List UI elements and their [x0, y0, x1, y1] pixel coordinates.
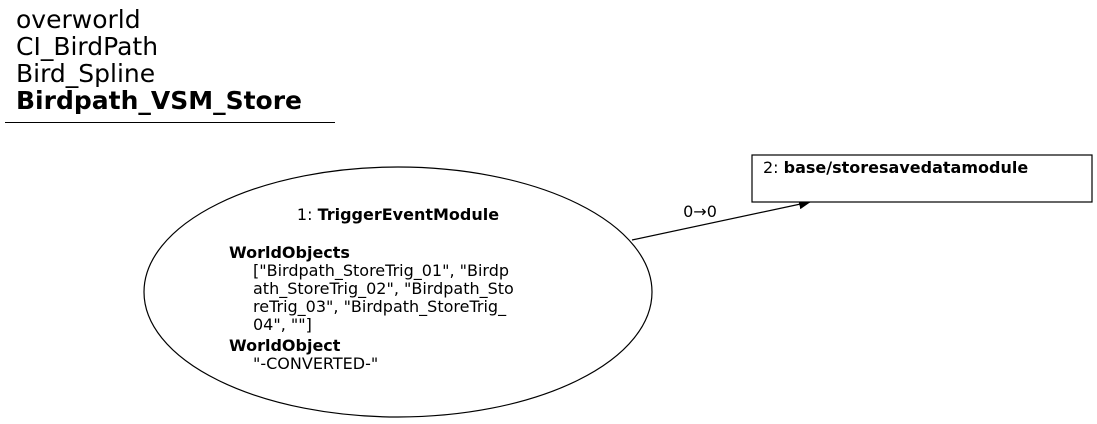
node-2-name: base/storesavedatamodule	[784, 158, 1029, 177]
node-trigger-event-module[interactable]: 1: TriggerEventModule WorldObjects ["Bir…	[143, 166, 653, 418]
node-2-id: 2:	[763, 158, 784, 177]
title-line-3: Bird_Spline	[16, 59, 156, 88]
edge-1-to-2[interactable]: 0→0	[631, 199, 811, 241]
node-1-name: TriggerEventModule	[318, 205, 500, 224]
title-line-2: CI_BirdPath	[16, 32, 159, 61]
node-1-id: 1:	[297, 205, 318, 224]
param-value-line: ath_StoreTrig_02", "Birdpath_Sto	[253, 279, 514, 299]
node-storesavedatamodule[interactable]: 2: base/storesavedatamodule	[751, 154, 1093, 203]
param-value-line: 04", ""]	[253, 315, 312, 334]
title-main: Birdpath_VSM_Store	[16, 86, 303, 115]
param-key-worldobjects: WorldObjects	[229, 243, 350, 262]
graph-title: overworld CI_BirdPath Bird_Spline Birdpa…	[16, 6, 302, 114]
node-box	[751, 154, 1093, 203]
edge-line	[631, 199, 811, 241]
title-underline	[5, 122, 335, 123]
param-value-line: reTrig_03", "Birdpath_StoreTrig_	[253, 297, 507, 317]
edge-label: 0→0	[683, 202, 717, 221]
param-value-line: ["Birdpath_StoreTrig_01", "Birdp	[253, 261, 509, 281]
node-ellipse	[143, 166, 653, 418]
title-line-1: overworld	[16, 5, 141, 34]
node-1-header: 1: TriggerEventModule	[297, 205, 499, 224]
param-value-line: "-CONVERTED-"	[253, 354, 378, 373]
node-2-header: 2: base/storesavedatamodule	[763, 158, 1028, 177]
param-key-worldobject: WorldObject	[229, 336, 341, 355]
